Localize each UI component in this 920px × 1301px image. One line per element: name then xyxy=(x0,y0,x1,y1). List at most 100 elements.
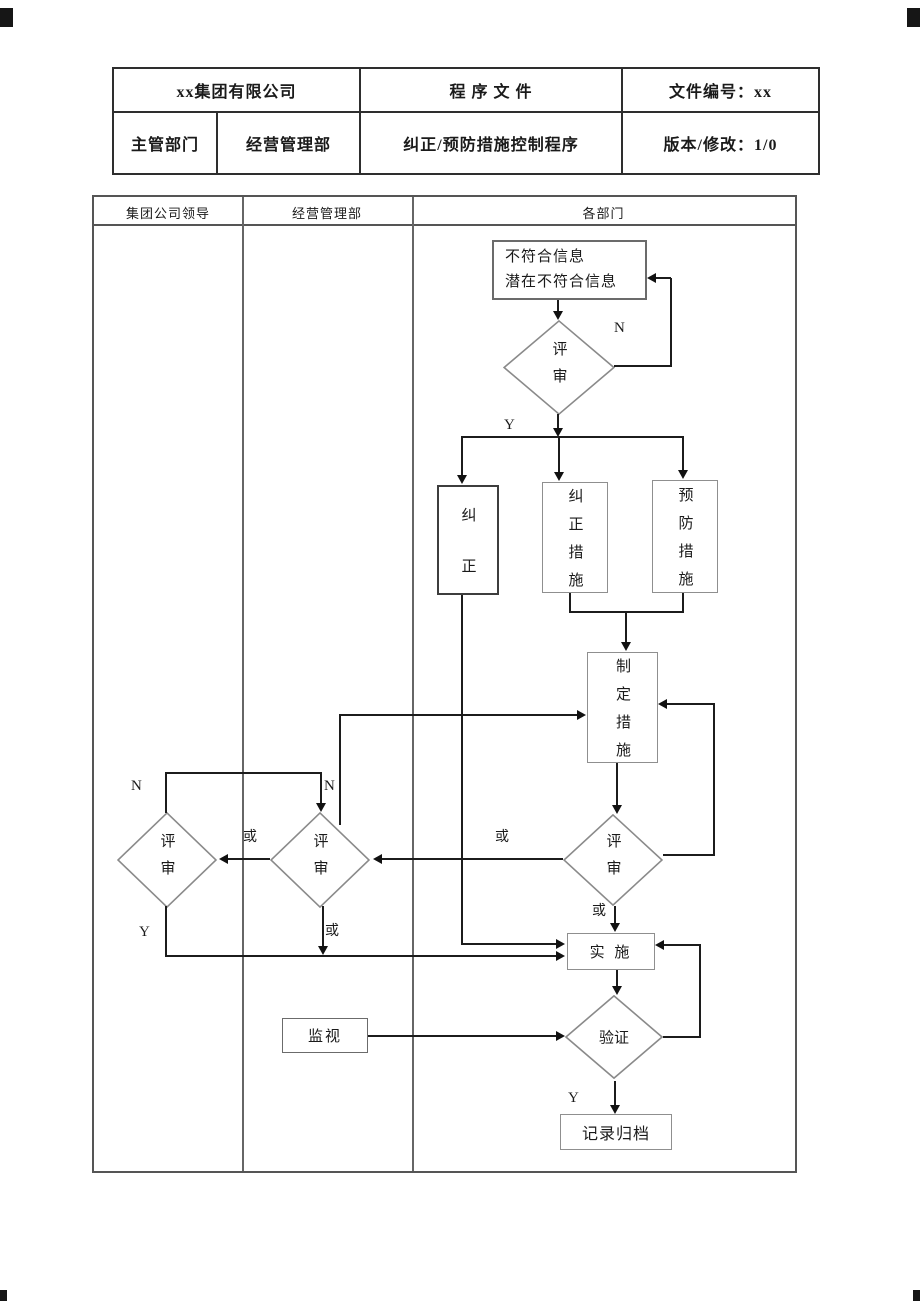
scan-mark xyxy=(0,8,13,27)
flow-line xyxy=(670,278,672,367)
arrowhead xyxy=(553,311,563,320)
flow-label-y-leader: Y xyxy=(139,924,150,940)
nonconformity-info-box: 不符合信息 潜在不符合信息 xyxy=(492,240,647,300)
implement-box: 实 施 xyxy=(567,933,655,970)
monitor-box: 监视 xyxy=(282,1018,368,1053)
nonconformity-line2: 潜在不符合信息 xyxy=(505,274,618,290)
scan-mark xyxy=(907,8,920,27)
preventive-action-box: 预防措施 xyxy=(652,480,718,599)
corrective-action-box: 纠正措施 xyxy=(542,482,608,600)
flow-line xyxy=(228,858,270,860)
arrowhead xyxy=(553,428,563,437)
flow-line xyxy=(558,438,560,473)
flow-line xyxy=(368,1035,556,1037)
dept-name-cell: 经营管理部 xyxy=(218,113,361,173)
flow-label-or-below-departments: 或 xyxy=(592,904,606,919)
lane-title-departments: 各部门 xyxy=(582,206,625,221)
diamond-shape xyxy=(563,814,663,906)
flow-line xyxy=(569,593,571,613)
arrowhead xyxy=(612,805,622,814)
flow-line xyxy=(616,763,618,806)
review-diamond-management: 评审 xyxy=(270,812,370,908)
flow-label-n-management: N xyxy=(324,778,335,794)
correction-box-label: 纠正 xyxy=(459,507,476,609)
flow-line xyxy=(625,613,627,643)
procedure-name-cell: 纠正/预防措施控制程序 xyxy=(361,113,623,173)
diamond-shape xyxy=(270,812,370,908)
flow-label-n-initial: N xyxy=(614,320,625,336)
review-diamond-initial: 评审 xyxy=(503,320,615,415)
arrowhead xyxy=(610,923,620,932)
flow-line xyxy=(699,944,701,1038)
verify-diamond-label: 验证 xyxy=(598,1030,630,1047)
flow-line xyxy=(320,772,322,803)
arrowhead xyxy=(658,699,667,709)
arrowhead xyxy=(457,475,467,484)
archive-box-label: 记录归档 xyxy=(581,1126,650,1143)
diamond-shape xyxy=(503,320,615,415)
doc-type-cell: 程 序 文 件 xyxy=(361,69,623,113)
flow-line xyxy=(663,854,715,856)
arrowhead xyxy=(577,710,586,720)
arrowhead xyxy=(647,273,656,283)
dept-label-cell: 主管部门 xyxy=(114,113,218,173)
flow-line xyxy=(382,858,563,860)
review-diamond-departments: 评审 xyxy=(563,814,663,906)
flow-line xyxy=(663,1036,701,1038)
lane-divider xyxy=(242,197,244,1171)
flow-line xyxy=(614,365,671,367)
preventive-action-box-label: 预防措施 xyxy=(676,487,693,599)
flow-line xyxy=(682,593,684,613)
flow-line xyxy=(656,277,671,279)
flow-line xyxy=(339,714,577,716)
arrowhead xyxy=(219,854,228,864)
lane-title-management: 经营管理部 xyxy=(291,206,362,221)
review-diamond-initial-label: 评审 xyxy=(550,340,567,395)
arrowhead xyxy=(556,951,565,961)
arrowhead xyxy=(316,803,326,812)
flow-label-or-below-management: 或 xyxy=(325,924,339,939)
flow-line xyxy=(616,970,618,987)
diamond-shape xyxy=(565,995,663,1079)
doc-number-cell: 文件编号：xx xyxy=(623,69,818,113)
flow-line xyxy=(557,414,559,429)
archive-box: 记录归档 xyxy=(560,1114,672,1150)
flow-line xyxy=(569,611,684,613)
flow-line xyxy=(322,906,324,946)
implement-box-label: 实 施 xyxy=(589,945,633,961)
flow-line xyxy=(664,944,700,946)
nonconformity-line1: 不符合信息 xyxy=(505,249,586,265)
version-cell: 版本/修改：1/0 xyxy=(663,137,778,154)
flow-line xyxy=(461,595,463,945)
arrowhead xyxy=(318,946,328,955)
lane-divider xyxy=(412,197,414,1171)
review-diamond-management-label: 评审 xyxy=(311,833,328,887)
arrowhead xyxy=(610,1105,620,1114)
header-table: xx集团有限公司 程 序 文 件 文件编号：xx 主管部门 经营管理部 纠正/预… xyxy=(112,67,820,175)
correction-box: 纠正 xyxy=(437,485,499,609)
flowchart-table: 集团公司领导 经营管理部 各部门 xyxy=(92,195,797,1173)
flow-line xyxy=(165,955,556,957)
arrowhead xyxy=(556,939,565,949)
arrowhead xyxy=(373,854,382,864)
monitor-box-label: 监视 xyxy=(307,1029,342,1045)
flow-line xyxy=(682,438,684,471)
arrowhead xyxy=(556,1031,565,1041)
flow-line xyxy=(557,300,559,313)
review-diamond-departments-label: 评审 xyxy=(604,833,621,887)
flow-line xyxy=(165,773,167,813)
verify-diamond: 验证 xyxy=(565,995,663,1079)
flow-line xyxy=(461,943,556,945)
company-name-cell: xx集团有限公司 xyxy=(114,69,361,113)
flow-label-y-verify: Y xyxy=(568,1090,579,1106)
flow-label-y-initial: Y xyxy=(504,417,515,433)
diamond-shape xyxy=(117,812,217,908)
arrowhead xyxy=(678,470,688,479)
review-diamond-leader-label: 评审 xyxy=(158,833,175,887)
flow-label-or-management: 或 xyxy=(243,830,257,845)
flow-line xyxy=(165,772,322,774)
arrowhead xyxy=(554,472,564,481)
flow-line xyxy=(713,703,715,856)
flow-line xyxy=(614,1081,616,1106)
